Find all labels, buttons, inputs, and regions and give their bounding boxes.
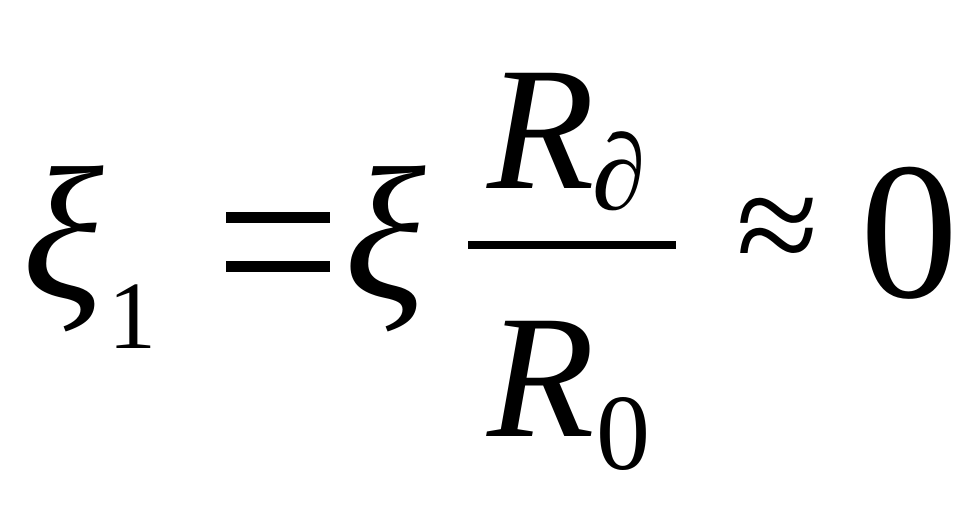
denominator-zero-subscript: 0 [596, 374, 650, 493]
equals-sign [226, 212, 330, 272]
xi-symbol-right: ξ [344, 130, 426, 340]
fraction-line [468, 241, 676, 249]
numerator-partial-subscript: ∂ [592, 114, 646, 233]
xi-symbol: ξ [22, 130, 104, 340]
equals-top-bar [226, 212, 330, 223]
subscript-one: 1 [108, 262, 156, 369]
approx-sign: ≈ [736, 142, 819, 308]
result-zero: 0 [860, 123, 958, 340]
numerator-r: R [487, 32, 595, 227]
equals-bottom-bar [226, 261, 330, 272]
denominator-r: R [487, 280, 595, 475]
